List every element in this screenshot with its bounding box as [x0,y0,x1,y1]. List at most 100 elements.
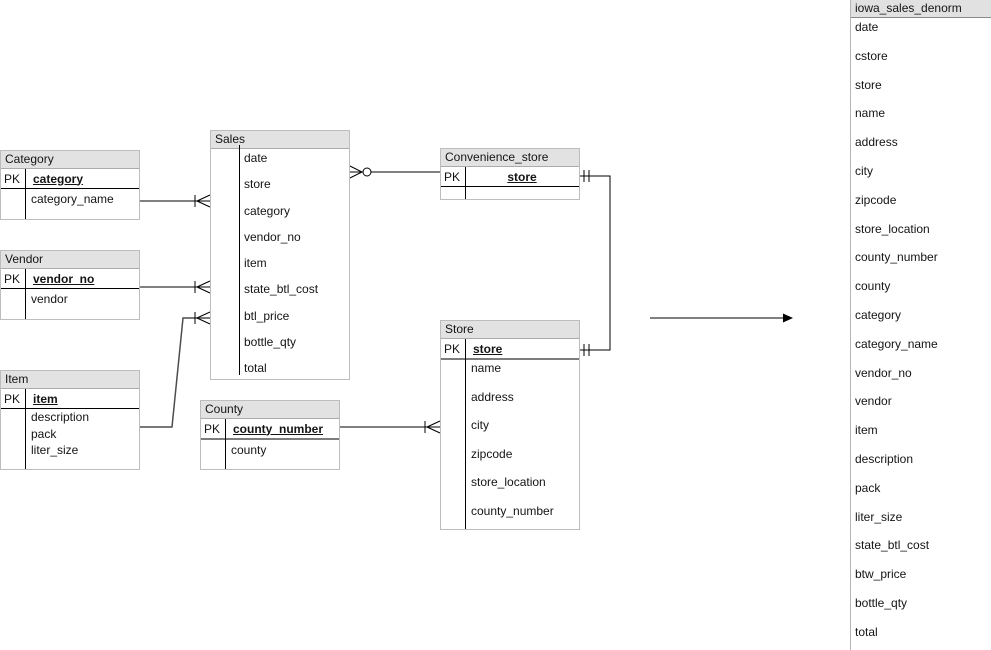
denorm-field-row: pack [855,480,881,495]
relationship-sales-convenience-store [349,165,440,179]
pk-label: PK [4,391,21,406]
arrowhead-icon [783,313,793,323]
field-row: county [231,443,267,457]
pk-divider [225,419,226,469]
pk-divider [465,339,466,529]
pk-divider [465,167,466,199]
entity-vendor[interactable]: Vendor PK vendor_no vendor [0,250,140,320]
entity-category[interactable]: Category PK category category_name [0,150,140,220]
pk-row: PK item [1,389,139,409]
field-row: liter_size [31,443,79,457]
field-row: store_location [471,475,546,490]
entity-title: Convenience_store [441,149,579,167]
denorm-table-panel: iowa_sales_denorm date cstore store name… [850,0,991,650]
pk-row: PK county_number [201,419,339,440]
denorm-field-list: date cstore store name address city zipc… [851,13,991,647]
denorm-field-row: item [855,423,878,438]
entity-title: Sales [211,131,349,149]
denorm-field-row: bottle_qty [855,595,908,610]
zero-circle-marker [362,167,372,177]
pk-row: PK category [1,169,139,189]
denorm-field-row: store_location [855,221,930,236]
crow-foot-many-marker [196,280,211,294]
denorm-table-title: iowa_sales_denorm [851,0,991,18]
one-one-ticks-marker [583,344,590,356]
entity-title: County [201,401,339,419]
pk-field: store [507,169,537,184]
field-row: vendor_no [244,229,301,244]
pk-field: county_number [233,421,324,436]
crow-foot-many-marker [196,311,211,325]
pk-row: PK vendor_no [1,269,139,289]
field-row: address [471,389,514,404]
pk-field: store [473,341,503,356]
denorm-field-row: name [855,106,886,121]
field-row: state_btl_cost [244,282,319,297]
denorm-field-row: total [855,624,878,639]
denorm-field-row: address [855,135,898,150]
pk-divider [25,169,26,219]
denorm-field-row: county_number [855,250,938,265]
pk-label: PK [4,271,21,286]
pk-label: PK [204,421,221,436]
denormalization-arrow [650,313,793,323]
pk-label: PK [4,171,21,186]
relationship-county-store [340,420,441,434]
field-row: total [244,361,267,376]
pk-divider [25,389,26,469]
entity-title: Category [1,151,139,169]
pk-label: PK [444,341,461,356]
field-row: vendor [31,292,68,306]
denorm-field-row: vendor_no [855,365,912,380]
crow-foot-many-marker [196,194,211,208]
entity-county[interactable]: County PK county_number county [200,400,340,470]
pk-field: category [33,171,84,186]
one-one-ticks-marker [583,170,590,182]
pk-row: PK store [441,167,579,187]
crow-foot-many-marker [349,165,364,179]
denorm-field-row: vendor [855,394,892,409]
entity-store[interactable]: Store PK store name address city zipcode… [440,320,580,530]
denorm-field-row: zipcode [855,192,897,207]
entity-convenience-store[interactable]: Convenience_store PK store [440,148,580,200]
denorm-field-row: county [855,279,891,294]
denorm-field-row: category [855,307,902,322]
denorm-field-row: state_btl_cost [855,538,930,553]
field-row: store [244,177,271,192]
relationship-vendor-sales [140,280,211,294]
pk-divider [239,145,240,375]
field-row: bottle_qty [244,335,297,350]
field-row: category_name [31,192,114,206]
pk-field: item [33,391,58,406]
denorm-field-row: cstore [855,48,888,63]
denorm-field-row: category_name [855,336,938,351]
entity-title: Item [1,371,139,389]
field-row: item [244,256,267,271]
denorm-field-row: city [855,163,873,178]
denorm-field-row: date [855,20,879,34]
field-row: date [244,151,268,165]
denorm-field-row: liter_size [855,509,903,524]
field-row: category [244,203,291,218]
entity-sales[interactable]: Sales date store category vendor_no item… [210,130,350,380]
denorm-field-row: description [855,451,914,466]
field-row: btl_price [244,308,290,323]
relationship-convenience-store-store [580,170,611,356]
relationship-category-sales [140,194,211,208]
pk-field: vendor_no [33,271,95,286]
field-row: city [471,418,489,433]
field-row: name [471,361,502,375]
pk-divider [25,269,26,319]
entity-title: Store [441,321,579,339]
field-row: pack [31,426,57,441]
field-row: zipcode [471,446,513,461]
field-row: description [31,410,90,424]
pk-label: PK [444,169,461,184]
denorm-field-row: store [855,77,882,92]
crow-foot-many-marker [426,420,441,434]
entity-item[interactable]: Item PK item description pack liter_size [0,370,140,470]
pk-row: PK store [441,339,579,360]
entity-title: Vendor [1,251,139,269]
field-row: county_number [471,503,554,518]
